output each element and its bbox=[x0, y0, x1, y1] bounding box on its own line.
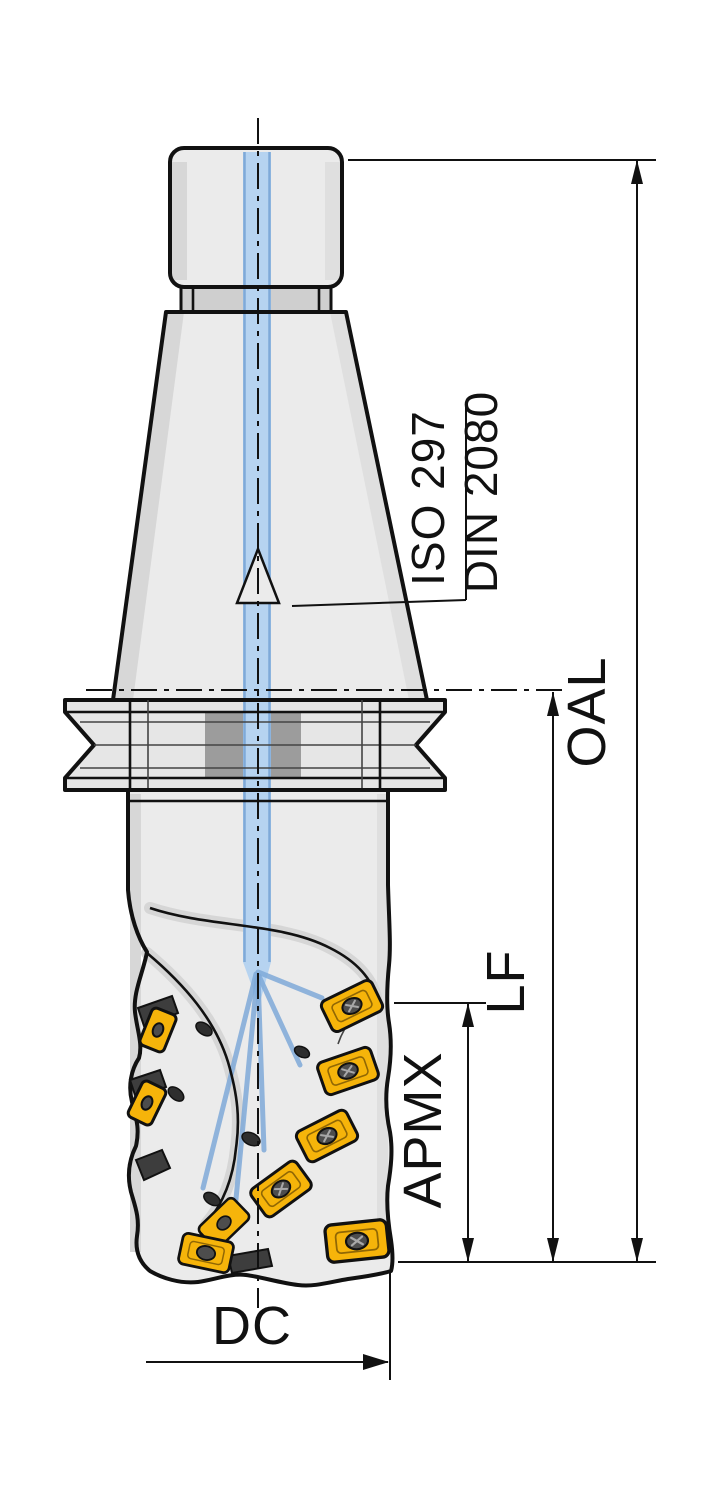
flange-outline bbox=[63, 698, 447, 792]
dimension-oal: OAL bbox=[348, 159, 656, 1263]
side-screw bbox=[203, 1191, 221, 1207]
arrow-up-icon bbox=[631, 160, 643, 184]
carbide-insert bbox=[138, 1006, 178, 1054]
cutter-body-outline bbox=[126, 788, 395, 1288]
iso-standard-label: ISO 297 bbox=[402, 410, 454, 586]
cap-shade-left bbox=[172, 162, 187, 280]
body-shade-right bbox=[377, 794, 388, 1252]
arrow-right-icon bbox=[363, 1354, 389, 1370]
callout-leader-line bbox=[291, 599, 467, 607]
flute-curve-2 bbox=[146, 952, 240, 1225]
dc-label: DC bbox=[212, 1296, 292, 1356]
carbide-insert bbox=[316, 1045, 380, 1097]
arrow-up-icon bbox=[547, 692, 559, 716]
flute-curve-1 bbox=[149, 906, 378, 998]
coolant-branch-2 bbox=[256, 973, 303, 1068]
coolant-branch-1 bbox=[255, 969, 325, 1001]
dimension-apmx: APMX bbox=[393, 1002, 486, 1262]
arrow-down-icon bbox=[631, 1238, 643, 1262]
carbide-insert bbox=[319, 978, 385, 1034]
coolant-branch-5 bbox=[255, 973, 267, 1153]
standard-callout: ISO 297 DIN 2080 bbox=[291, 391, 507, 607]
arrow-down-icon bbox=[462, 1238, 474, 1262]
lf-label: LF bbox=[476, 949, 536, 1014]
arrow-down-icon bbox=[547, 1238, 559, 1262]
din-standard-label: DIN 2080 bbox=[455, 391, 507, 593]
dimension-lf: LF bbox=[476, 692, 559, 1262]
side-screw bbox=[293, 1045, 311, 1059]
insert-pocket bbox=[134, 1148, 172, 1182]
dimension-dc: DC bbox=[146, 1272, 391, 1380]
carbide-insert bbox=[177, 1231, 235, 1275]
apmx-label: APMX bbox=[393, 1051, 453, 1208]
cutting-edge-features bbox=[126, 978, 391, 1275]
coolant-branch-3 bbox=[200, 971, 259, 1191]
carbide-insert bbox=[323, 1218, 391, 1264]
arrow-up-icon bbox=[462, 1003, 474, 1027]
side-screw bbox=[195, 1021, 213, 1037]
taper-shade-left bbox=[113, 312, 184, 700]
tool-outlines bbox=[63, 146, 447, 1288]
side-screw bbox=[167, 1086, 185, 1102]
coolant-branch-4 bbox=[231, 975, 260, 1223]
cap-shade-right bbox=[325, 162, 340, 280]
carbide-insert bbox=[126, 1079, 168, 1127]
side-screw bbox=[241, 1131, 261, 1147]
carbide-insert bbox=[294, 1108, 360, 1164]
oal-label: OAL bbox=[557, 656, 617, 767]
